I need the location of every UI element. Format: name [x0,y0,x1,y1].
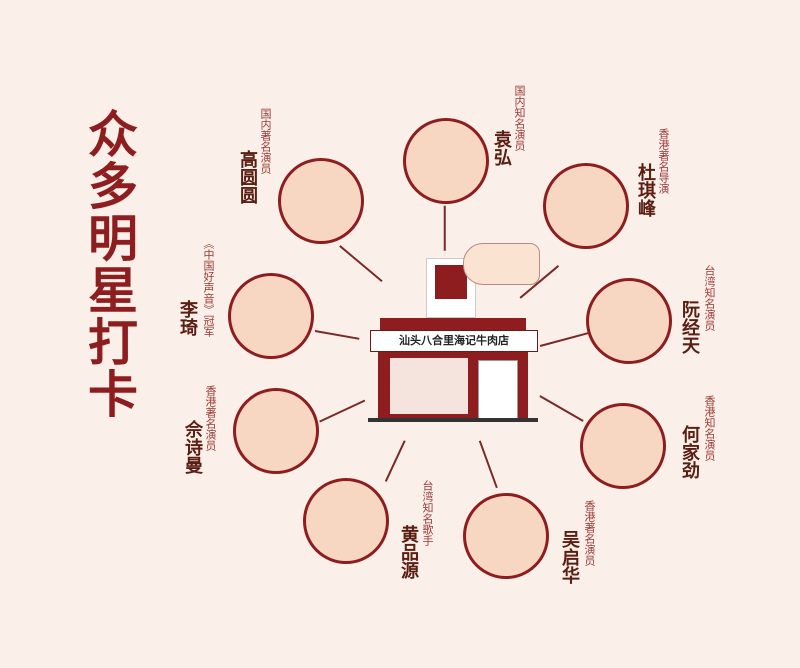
connector-line [314,330,360,340]
subtitle: 台湾知名歌手 [421,480,434,546]
avatar-li-qi [228,273,314,359]
page-title: 众多明星打卡 [80,108,138,420]
store-window [390,358,468,414]
celebrity-name: 袁弘 [491,130,512,166]
avatar-ruan-jingtian [586,278,672,364]
avatar-wu-qihua [463,493,549,579]
celebrity-name: 李琦 [177,300,198,336]
subtitle: 国内著名演员 [259,108,272,174]
celebrity-name: 何家劲 [679,425,700,479]
store-sign: 汕头八合里海记牛肉店 [370,330,538,352]
connector-line [539,332,589,347]
subtitle: 香港著名演员 [204,385,217,451]
connector-line [385,440,406,482]
connector-line [319,400,366,423]
celebrity-name: 高圆圆 [237,150,258,204]
connector-line [539,395,584,422]
avatar-du-qifeng [543,163,629,249]
avatar-she-shiman [233,388,319,474]
logo-icon [435,265,467,299]
celebrity-name: 阮经天 [679,300,700,354]
store-illustration: 汕头八合里海记牛肉店 [368,243,540,423]
subtitle: 香港著名导演 [657,128,670,194]
connector-line [444,205,446,251]
celebrity-name: 吴启华 [559,530,580,584]
avatar-gao-yuanyuan [278,158,364,244]
celebrity-name: 杜琪峰 [635,163,656,217]
avatar-huang-pinyuan [303,478,389,564]
subtitle: 《中国好声音》冠军 [202,238,215,337]
connector-line [339,245,383,282]
subtitle: 香港著名演员 [583,500,596,566]
store-roof [380,318,526,332]
celebrity-name: 黄品源 [398,525,419,579]
subtitle: 台湾知名演员 [703,265,716,331]
celebrity-name: 佘诗曼 [182,420,203,474]
subtitle: 香港知名演员 [703,395,716,461]
store-front [378,352,528,420]
store-door [478,360,518,420]
avatar-he-jiajin [580,403,666,489]
hand-icon [463,243,540,285]
subtitle: 国内知名演员 [513,85,526,151]
connector-line [479,440,498,488]
avatar-yuan-hong [403,118,489,204]
store-base [368,418,538,422]
